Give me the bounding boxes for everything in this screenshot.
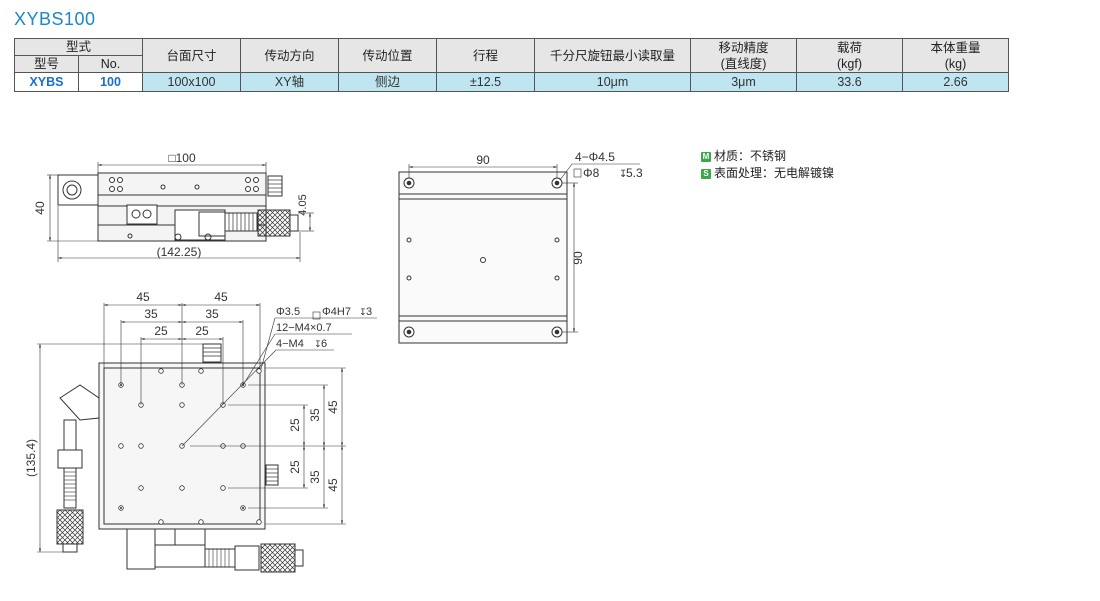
surface-text: 表面处理：无电解镀镍 xyxy=(714,166,835,180)
dim-pin-phi35: Φ3.5 xyxy=(276,306,300,318)
dim-top-45-left: 45 xyxy=(136,290,150,304)
dim-square-100: □100 xyxy=(168,151,196,165)
cell-weight: 2.66 xyxy=(902,72,1010,92)
front-view-dimensions xyxy=(47,162,314,262)
svg-text:↧: ↧ xyxy=(359,307,367,317)
header-model-type: 型式 xyxy=(13,38,144,56)
dim-overall-142: (142.25) xyxy=(157,245,202,259)
svg-text:↧: ↧ xyxy=(619,169,627,180)
product-title: XYBS100 xyxy=(14,9,96,29)
cell-accuracy: 3μm xyxy=(690,72,798,92)
spec-table: 型式 台面尺寸 传动方向 传动位置 行程 千分尺旋钮最小读取量 移动精度(直线度… xyxy=(13,38,1010,92)
bottom-view-dimensions xyxy=(408,163,640,333)
header-weight: 本体重量(kg) xyxy=(902,38,1010,73)
dim-right-35-upper: 35 xyxy=(308,408,322,422)
top-view-dimensions xyxy=(37,303,377,553)
dim-overall-135: (135.4) xyxy=(24,439,38,477)
header-drive-position: 传动位置 xyxy=(338,38,438,73)
dim-right-45-lower: 45 xyxy=(326,478,340,492)
dim-4-m4: 4−M4 xyxy=(276,338,304,350)
material-mark: M xyxy=(701,151,711,162)
header-drive-direction: 传动方向 xyxy=(240,38,340,73)
dim-4-m4-depth: 6 xyxy=(321,338,327,350)
dim-top-25-left: 25 xyxy=(154,324,168,338)
cell-drive-position: 侧边 xyxy=(338,72,438,92)
dim-pin-depth: 3 xyxy=(366,306,372,318)
cell-model: XYBS xyxy=(14,72,79,92)
dim-right-25-upper: 25 xyxy=(288,418,302,432)
dim-right-45-upper: 45 xyxy=(326,400,340,414)
dim-height-40: 40 xyxy=(33,201,47,215)
dim-pin-phi4h7: Φ4H7 xyxy=(322,306,351,318)
dim-depth-5-3: 5.3 xyxy=(626,166,643,180)
dim-top-35-right: 35 xyxy=(205,307,219,321)
dim-bottom-90-vertical: 90 xyxy=(571,251,585,265)
cell-table-size: 100x100 xyxy=(142,72,242,92)
table-row: XYBS 100 100x100 XY轴 侧边 ±12.5 10μm 3μm 3… xyxy=(14,72,1010,92)
surface-mark: S xyxy=(701,168,711,179)
header-no: No. xyxy=(77,55,144,73)
dim-12-m4: 12−M4×0.7 xyxy=(276,322,332,334)
dim-right-25-lower: 25 xyxy=(288,460,302,474)
front-view xyxy=(57,172,299,242)
dim-counterbore-phi8: Φ8 xyxy=(583,166,600,180)
header-accuracy: 移动精度(直线度) xyxy=(690,38,798,73)
dim-top-35-left: 35 xyxy=(144,307,158,321)
dim-top-25-right: 25 xyxy=(195,324,209,338)
dim-right-35-lower: 35 xyxy=(308,470,322,484)
dim-hole-4-phi45: 4−Φ4.5 xyxy=(575,150,615,164)
header-load: 载荷(kgf) xyxy=(796,38,904,73)
dim-4-05: 4.05 xyxy=(297,194,309,215)
bottom-view xyxy=(398,171,568,344)
header-min-reading: 千分尺旋钮最小读取量 xyxy=(534,38,692,73)
dim-top-45-right: 45 xyxy=(214,290,228,304)
material-text: 材质：不锈钢 xyxy=(714,149,787,163)
top-view xyxy=(56,343,304,573)
cell-no: 100 xyxy=(77,72,144,92)
svg-text:↧: ↧ xyxy=(314,339,322,349)
cell-drive-direction: XY轴 xyxy=(240,72,340,92)
cell-load: 33.6 xyxy=(796,72,904,92)
header-table-size: 台面尺寸 xyxy=(142,38,242,73)
dim-bottom-90-horizontal: 90 xyxy=(476,153,490,167)
